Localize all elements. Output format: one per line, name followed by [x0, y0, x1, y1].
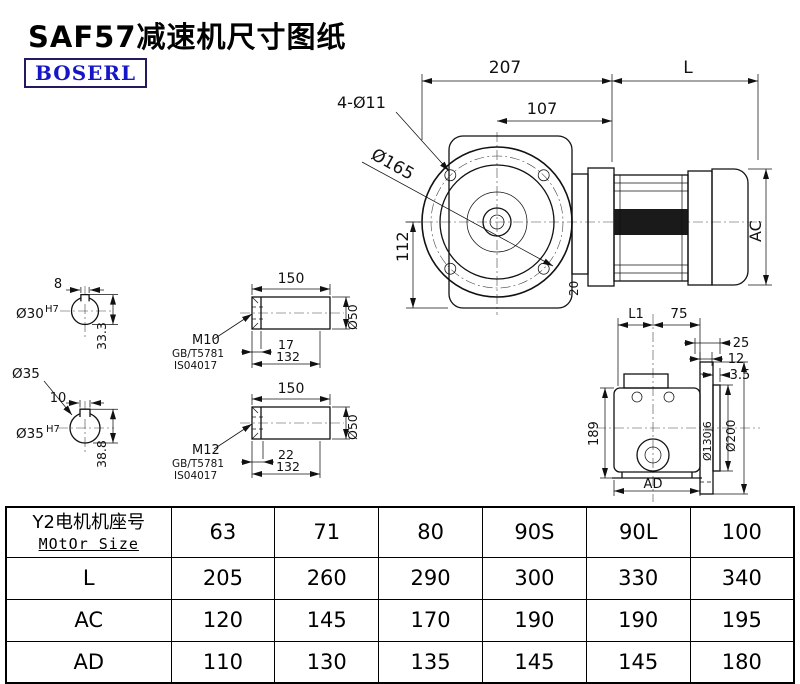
dim-189: 189: [587, 421, 602, 446]
value-cell: 205: [170, 556, 276, 600]
label-M10: M10: [192, 333, 220, 348]
dim-12: 12: [728, 352, 745, 367]
motor-size-cell: 80: [378, 506, 483, 558]
row-label: AD: [5, 640, 172, 684]
dim-O50-1: Ø50: [345, 304, 360, 330]
motor-size-cell: 100: [689, 506, 795, 558]
flange-spigot: [712, 384, 721, 472]
motor: [571, 167, 749, 287]
boserl-logo: BOSERL: [24, 58, 148, 88]
value-cell: 180: [689, 640, 795, 684]
dim-75: 75: [670, 306, 687, 322]
shaft-side-view-1: 150 M10 GB/T5781 IS04017 17 132 Ø50: [172, 271, 360, 372]
table-row-L: L 205 260 290 300 330 340: [5, 556, 795, 600]
table-header-cn: Y2电机机座号: [32, 512, 145, 533]
dim-L1: L1: [628, 307, 644, 322]
value-cell: 145: [585, 640, 691, 684]
technical-drawing: 207 L 4-Ø11 107 Ø165 112 AC 20: [12, 58, 772, 502]
table-row-AD: AD 110 130 135 145 145 180: [5, 640, 795, 684]
side-view: L1 75 25 12 3.5 189 Ø130j6 Ø200 AD: [587, 306, 760, 502]
dim-4xO11: 4-Ø11: [337, 93, 386, 112]
table-row-AC: AC 120 145 170 190 190 195: [5, 598, 795, 642]
flange-bolt-holes: [444, 169, 550, 275]
value-cell: 145: [274, 598, 380, 642]
motor-size-cell: 90S: [481, 506, 587, 558]
label-gbt5781-2: GB/T5781: [172, 458, 224, 470]
value-cell: 145: [481, 640, 587, 684]
shaft-side-view-2: 150 M12 GB/T5781 IS04017 22 132 Ø50: [172, 381, 360, 482]
dim-150-2: 150: [278, 381, 305, 397]
dim-132-1: 132: [276, 349, 300, 364]
side-housing: [613, 387, 701, 473]
dim-25: 25: [733, 336, 750, 351]
spec-table: Y2电机机座号 MOtOr Size 63 71 80 90S 90L 100 …: [5, 506, 795, 684]
dim-AC: AC: [746, 220, 765, 242]
dim-17: 17: [278, 337, 294, 352]
row-label: L: [5, 556, 172, 600]
motor-rotor-shade: [614, 209, 688, 235]
label-M12: M12: [192, 443, 220, 458]
label-iso4017-2: IS04017: [174, 470, 217, 482]
shaft-end-view-1: 8 Ø30 H7 33.3: [16, 277, 118, 350]
dim-key-10: 10: [50, 391, 67, 406]
dim-AD: AD: [644, 477, 663, 492]
value-cell: 110: [170, 640, 276, 684]
fan-cover: [711, 168, 749, 286]
value-cell: 190: [585, 598, 691, 642]
dim-112: 112: [393, 231, 412, 262]
shaft-body-1: [251, 296, 331, 330]
dim-3-5: 3.5: [730, 368, 751, 383]
shaft-end-view-2: 10 Ø35 H7 38.8: [16, 391, 118, 468]
dim-tol-H7-2: H7: [46, 424, 60, 435]
value-cell: 330: [585, 556, 691, 600]
table-header-en: MOtOr Size: [38, 534, 139, 553]
dim-207: 207: [489, 58, 521, 78]
table-header-cell: Y2电机机座号 MOtOr Size: [5, 506, 172, 558]
dim-O35-label: Ø35: [12, 366, 40, 382]
label-gbt5781-1: GB/T5781: [172, 348, 224, 360]
bolt-circle: [430, 155, 564, 289]
row-label: AC: [5, 598, 172, 642]
value-cell: 130: [274, 640, 380, 684]
dim-O200: Ø200: [724, 420, 738, 452]
value-cell: 195: [689, 598, 795, 642]
label-iso4017-1: IS04017: [174, 360, 217, 372]
motor-size-cell: 63: [170, 506, 276, 558]
shaft-body-2: [251, 406, 331, 440]
motor-size-cell: 90L: [585, 506, 691, 558]
dim-107: 107: [527, 99, 558, 118]
value-cell: 170: [378, 598, 483, 642]
keyway-1: [80, 293, 90, 302]
value-cell: 260: [274, 556, 380, 600]
logo-text: BOSERL: [35, 61, 137, 85]
dim-O130j6: Ø130j6: [701, 421, 714, 461]
value-cell: 340: [689, 556, 795, 600]
dim-O50-2: Ø50: [345, 414, 360, 440]
value-cell: 120: [170, 598, 276, 642]
dim-132-2: 132: [276, 459, 300, 474]
value-cell: 135: [378, 640, 483, 684]
dim-L: L: [683, 58, 693, 78]
dim-tol-H7: H7: [45, 304, 59, 315]
front-view: 207 L 4-Ø11 107 Ø165 112 AC 20: [337, 58, 772, 315]
dim-bore-O35: Ø35: [16, 426, 44, 442]
motor-size-cell: 71: [274, 506, 380, 558]
value-cell: 300: [481, 556, 587, 600]
dim-33-3: 33.3: [94, 322, 109, 350]
dim-bore-O30: Ø30: [16, 306, 44, 322]
dim-150-1: 150: [278, 271, 305, 287]
page-title: SAF57减速机尺寸图纸: [28, 20, 347, 54]
keyway-2: [79, 408, 91, 417]
front-view-dimensions: 207 L 4-Ø11 107 Ø165 112 AC 20: [337, 58, 772, 309]
dim-20: 20: [567, 281, 581, 296]
value-cell: 190: [481, 598, 587, 642]
dim-38-8: 38.8: [94, 440, 109, 468]
value-cell: 290: [378, 556, 483, 600]
table-row-header: Y2电机机座号 MOtOr Size 63 71 80 90S 90L 100: [5, 506, 795, 558]
dim-22: 22: [278, 447, 294, 462]
dim-key-8: 8: [54, 277, 62, 292]
